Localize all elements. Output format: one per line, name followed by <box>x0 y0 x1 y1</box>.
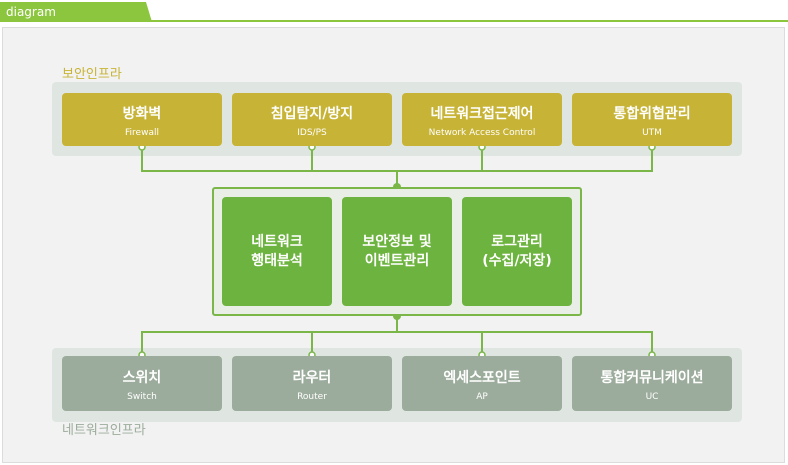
network-box-title: 라우터 <box>292 370 332 386</box>
security-section-label: 보안인프라 <box>62 67 122 82</box>
security-box-subtitle: Network Access Control <box>428 128 536 138</box>
security-box-title: 통합위협관리 <box>613 106 691 122</box>
core-box-network-behavior: 네트워크 행태분석 <box>222 197 332 306</box>
network-box-title: 스위치 <box>122 370 162 386</box>
core-box-line2: 이벤트관리 <box>364 252 430 269</box>
network-box-subtitle: Router <box>297 392 327 402</box>
security-box-subtitle: IDS/PS <box>297 128 327 138</box>
network-box-title: 엑세스포인트 <box>443 370 521 386</box>
security-box-subtitle: Firewall <box>125 128 159 138</box>
network-section-label: 네트워크인프라 <box>62 423 146 438</box>
tab-shape <box>0 2 152 22</box>
network-box-subtitle: UC <box>645 392 659 402</box>
security-box-ids: 침입탐지/방지 IDS/PS <box>232 93 392 146</box>
core-box-siem: 보안정보 및 이벤트관리 <box>342 197 452 306</box>
security-box-nac: 네트워크접근제어 Network Access Control <box>402 93 562 146</box>
network-box-uc: 통합커뮤니케이션 UC <box>572 356 732 411</box>
network-box-title: 통합커뮤니케이션 <box>600 370 704 386</box>
core-box-line2: 행태분석 <box>251 252 303 269</box>
security-box-utm: 통합위협관리 UTM <box>572 93 732 146</box>
network-box-router: 라우터 Router <box>232 356 392 411</box>
network-box-subtitle: AP <box>476 392 488 402</box>
security-box-subtitle: UTM <box>642 128 662 138</box>
core-box-log-management: 로그관리 (수집/저장) <box>462 197 572 306</box>
diagram-tab: diagram <box>0 2 152 22</box>
network-box-switch: 스위치 Switch <box>62 356 222 411</box>
core-box-line1: 보안정보 및 <box>362 233 432 250</box>
tab-label: diagram <box>6 5 56 19</box>
core-box-line1: 로그관리 <box>491 233 543 250</box>
core-box-line1: 네트워크 <box>251 233 303 250</box>
security-box-title: 방화벽 <box>122 106 162 122</box>
network-box-subtitle: Switch <box>127 392 157 402</box>
security-bus <box>141 146 653 172</box>
security-box-title: 네트워크접근제어 <box>430 106 534 122</box>
security-box-firewall: 방화벽 Firewall <box>62 93 222 146</box>
network-box-ap: 엑세스포인트 AP <box>402 356 562 411</box>
network-bus <box>141 331 653 356</box>
core-box-line2: (수집/저장) <box>482 252 552 269</box>
header-rule <box>0 20 788 22</box>
security-box-title: 침입탐지/방지 <box>270 106 354 122</box>
